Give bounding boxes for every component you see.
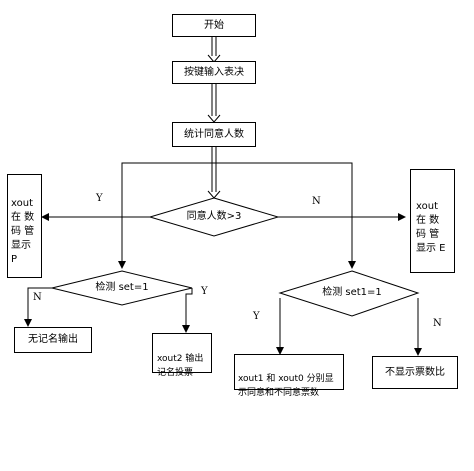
show-counts-node: xout1 和 xout0 分别显 示同意和不同意票数 <box>234 354 344 398</box>
edge-label-main-no: N <box>312 196 321 207</box>
input-vote-node: 按键输入表决 <box>172 61 256 84</box>
arrow-count-to-decision <box>207 147 221 199</box>
edge-label-main-yes: Y <box>96 193 103 204</box>
decision-left-shape <box>51 270 193 306</box>
decision-main-label: 同意人数>3 <box>186 211 242 222</box>
edge-label-right-yes: Y <box>253 311 260 322</box>
count-node: 统计同意人数 <box>172 122 256 147</box>
decision-left-label: 检测 set=1 <box>95 282 149 293</box>
display-p-node: xout 在 数 码 管 显示 P <box>7 174 42 278</box>
named-vote-label: xout2 输出 记名投票 <box>157 354 204 378</box>
decision-right-label: 检测 set1=1 <box>322 287 382 298</box>
hide-ratio-label: 不显示票数比 <box>385 366 445 378</box>
start-node: 开始 <box>172 14 256 37</box>
decision-main-shape <box>148 197 280 237</box>
hide-ratio-node: 不显示票数比 <box>372 356 458 389</box>
arrow-start-to-input <box>207 36 221 63</box>
named-vote-node: xout2 输出 记名投票 <box>152 333 212 378</box>
input-vote-label: 按键输入表决 <box>184 66 244 78</box>
display-e-node: xout 在 数 码 管 显示 E <box>410 169 455 273</box>
decision-right-shape <box>278 270 420 317</box>
anon-output-label: 无记名输出 <box>28 334 78 345</box>
arrow-left-no <box>24 287 52 327</box>
display-e-label: xout 在 数 码 管 显示 E <box>416 201 446 254</box>
count-label: 统计同意人数 <box>184 128 244 140</box>
show-counts-label: xout1 和 xout0 分别显 示同意和不同意票数 <box>238 374 334 398</box>
edge-label-left-yes: Y <box>201 286 208 297</box>
edge-label-right-no: N <box>433 318 442 329</box>
display-p-label: xout 在 数 码 管 显示 P <box>11 198 35 265</box>
arrow-input-to-count <box>207 83 221 123</box>
rail-to-left-decision <box>118 162 214 269</box>
rail-to-right-decision <box>214 162 356 269</box>
start-label: 开始 <box>204 19 224 31</box>
edge-label-left-no: N <box>33 292 42 303</box>
anon-output-node: 无记名输出 <box>14 327 92 353</box>
arrow-left-yes <box>182 288 193 333</box>
